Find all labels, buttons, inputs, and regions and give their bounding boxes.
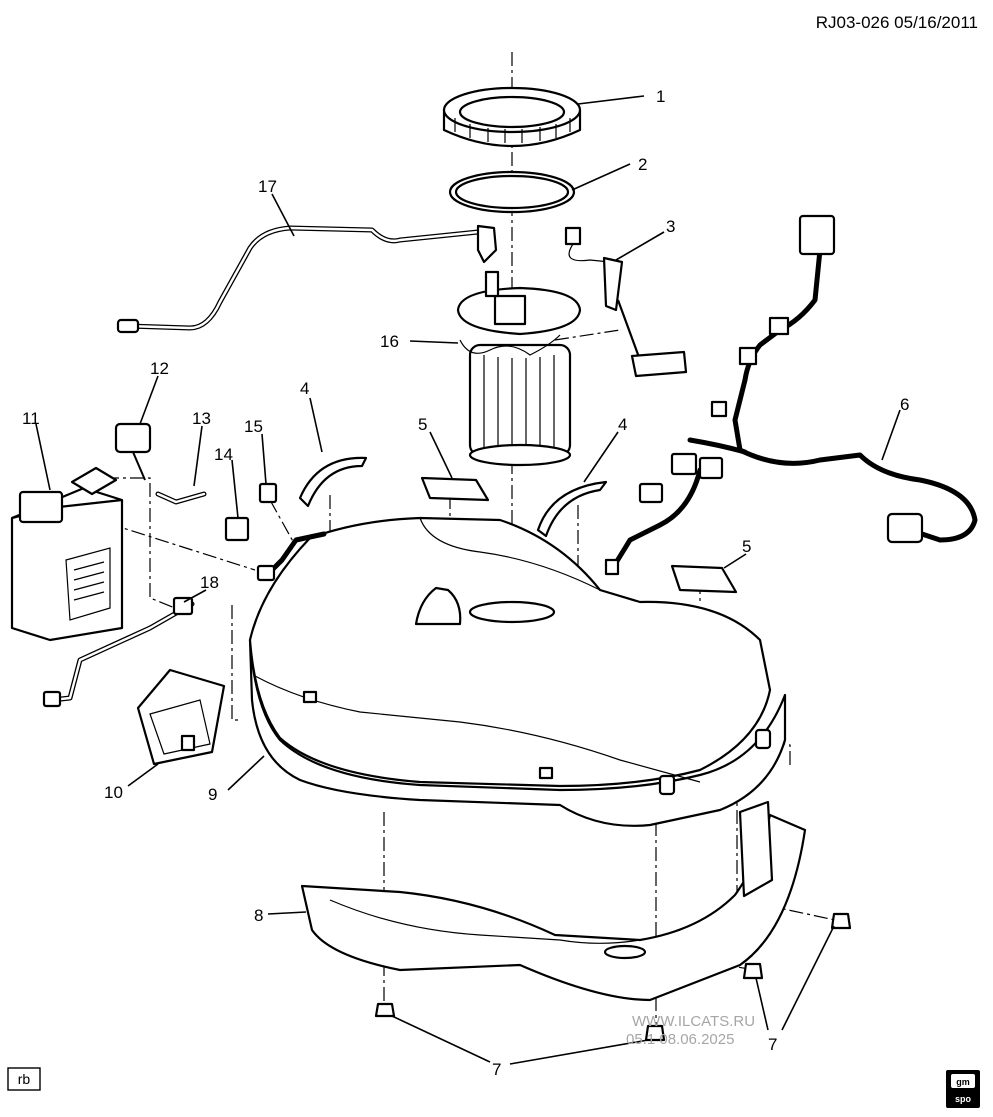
callout-5-lower: 5 — [742, 537, 751, 556]
evap-canister — [10, 466, 124, 642]
callout-10: 10 — [104, 783, 123, 802]
tank-pad-lower — [670, 564, 738, 594]
canister-bracket — [136, 668, 226, 766]
callout-14: 14 — [214, 445, 233, 464]
tank-strap-insulator-right — [536, 480, 608, 538]
callout-13: 13 — [192, 409, 211, 428]
callout-5-upper: 5 — [418, 415, 427, 434]
callout-4-right: 4 — [618, 415, 627, 434]
watermark-url: WWW.ILCATS.RU — [632, 1013, 755, 1030]
callout-18: 18 — [200, 573, 219, 592]
fuel-pump-seal — [448, 170, 576, 214]
evap-hose — [155, 491, 207, 505]
shield-nuts — [374, 912, 852, 1042]
callout-7-bottom: 7 — [492, 1060, 501, 1079]
gm-spo-logo: gm spo — [946, 1070, 980, 1108]
callout-1: 1 — [656, 87, 665, 106]
fuel-tank — [248, 516, 787, 827]
callout-7-right: 7 — [768, 1035, 777, 1054]
rb-badge: rb — [7, 1067, 41, 1091]
watermark: WWW.ILCATS.RU 05.1 08.06.2025 — [626, 1013, 755, 1048]
evap-vent-pipe — [42, 596, 195, 708]
callout-11: 11 — [22, 409, 40, 428]
tank-strap-insulator-left — [298, 456, 368, 508]
pipe-connector — [258, 482, 278, 504]
evap-vent-valve — [114, 422, 152, 481]
rb-badge-text: rb — [18, 1071, 31, 1087]
callout-12: 12 — [150, 359, 169, 378]
logo-spo-text: spo — [955, 1094, 972, 1104]
callout-8: 8 — [254, 906, 263, 925]
tank-pad-upper — [420, 476, 490, 502]
callout-15: 15 — [244, 417, 263, 436]
fuel-pump-lock-ring — [442, 86, 582, 148]
fuel-pump-module — [456, 270, 582, 467]
watermark-date: 05.1 08.06.2025 — [626, 1031, 734, 1048]
callout-labels: 1 2 3 6 16 17 4 4 5 5 12 13 11 14 15 18 … — [22, 87, 909, 1079]
logo-gm-text: gm — [956, 1077, 970, 1087]
wiring-harness — [604, 214, 978, 576]
callout-3: 3 — [666, 217, 675, 236]
callout-17: 17 — [258, 177, 277, 196]
callout-9: 9 — [208, 785, 217, 804]
vapor-pipe — [256, 531, 327, 582]
callout-16: 16 — [380, 332, 399, 351]
fuel-level-sensor — [564, 226, 688, 378]
fuel-feed-pipe — [116, 224, 498, 334]
purge-valve-clip — [224, 516, 250, 542]
leader-lines — [35, 95, 901, 1065]
callout-4-left: 4 — [300, 379, 309, 398]
drawing-reference: RJ03-026 05/16/2011 — [816, 13, 978, 32]
callout-2: 2 — [638, 155, 647, 174]
fuel-tank-shield — [300, 800, 807, 1002]
callout-6: 6 — [900, 395, 909, 414]
